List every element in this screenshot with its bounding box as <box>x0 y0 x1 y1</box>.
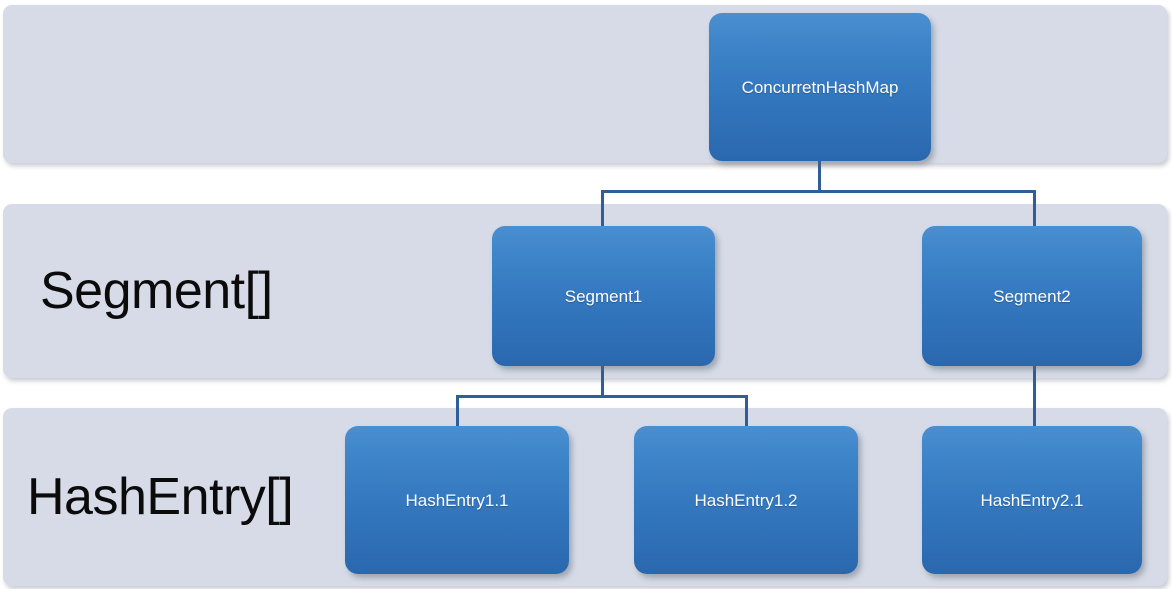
node-hashentry-1-2-label: HashEntry1.2 <box>694 490 798 510</box>
connector-root-stem <box>818 158 821 193</box>
connector-segment2-to-hashentry21 <box>1033 364 1036 428</box>
node-hashentry-1-1[interactable]: HashEntry1.1 <box>345 426 569 574</box>
band-hashentry-label: HashEntry[] <box>27 468 294 526</box>
connector-root-bus <box>601 190 1036 193</box>
node-concurrenthashmap[interactable]: ConcurretnHashMap <box>709 13 931 161</box>
connector-root-to-segment2 <box>1033 190 1036 228</box>
node-segment1[interactable]: Segment1 <box>492 226 715 366</box>
band-segment-label: Segment[] <box>40 262 273 320</box>
node-hashentry-2-1-label: HashEntry2.1 <box>980 490 1084 510</box>
connector-root-to-segment1 <box>601 190 604 228</box>
node-hashentry-1-2[interactable]: HashEntry1.2 <box>634 426 858 574</box>
node-segment2[interactable]: Segment2 <box>922 226 1142 366</box>
connector-segment1-to-hashentry11 <box>456 395 459 428</box>
node-segment2-label: Segment2 <box>993 286 1071 306</box>
node-segment1-label: Segment1 <box>564 286 643 306</box>
connector-segment1-to-hashentry12 <box>745 395 748 428</box>
node-hashentry-2-1[interactable]: HashEntry2.1 <box>922 426 1142 574</box>
node-hashentry-1-1-label: HashEntry1.1 <box>405 490 509 510</box>
connector-segment1-stem <box>601 364 604 398</box>
node-concurrenthashmap-label: ConcurretnHashMap <box>741 77 899 97</box>
connector-segment1-bus <box>456 395 748 398</box>
band-root <box>3 5 1167 163</box>
